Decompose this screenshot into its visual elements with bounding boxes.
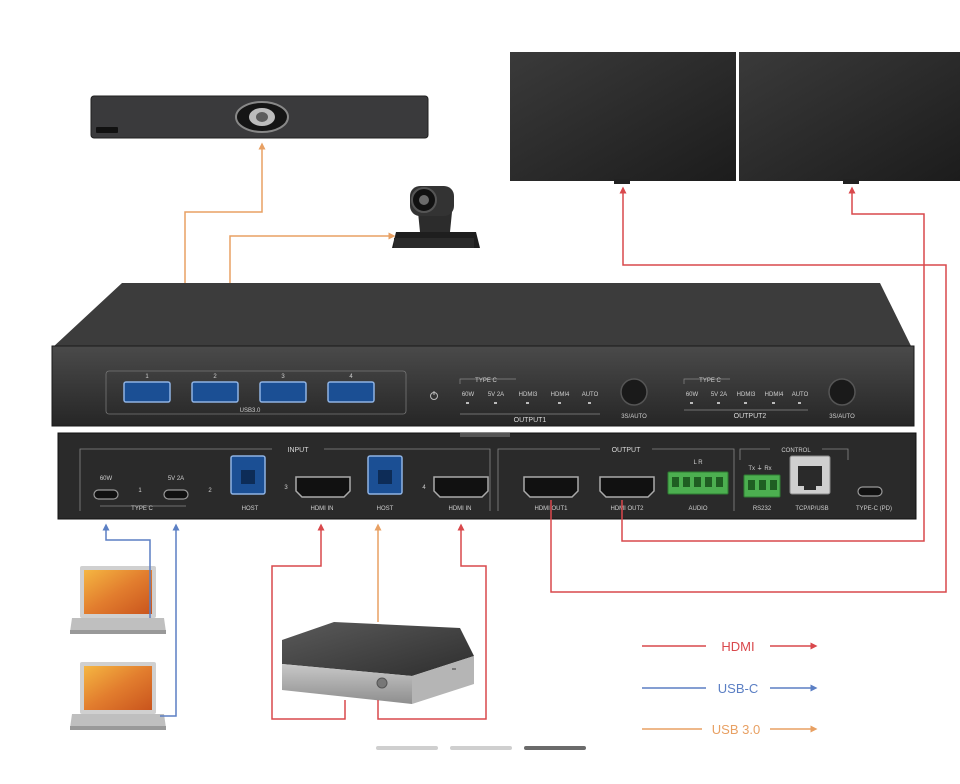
usb3-group-label: USB3.0 [240, 408, 261, 414]
carousel-indicator [376, 746, 588, 752]
carousel-dot-3[interactable] [524, 746, 586, 750]
usb3-port-4[interactable] [327, 381, 375, 403]
output1-option-60w: 60W [462, 392, 475, 398]
usb3-port-group: 1 2 3 4 USB3.0 [123, 374, 375, 414]
typec-input-label: TYPE C [131, 506, 153, 512]
usb3-port-2[interactable] [191, 381, 239, 403]
video-bar-camera [90, 95, 429, 139]
output2-button-label: 3S/AUTO [829, 414, 855, 420]
hdmi-out2-label: HDMI OUT2 [611, 506, 645, 512]
output2-option-5v2a: 5V 2A [711, 392, 727, 398]
legend-usbc: USB-C [642, 681, 818, 696]
typec-number-2: 2 [208, 488, 212, 494]
legend-usb3: USB 3.0 [642, 722, 818, 737]
output1-option-hdmi3: HDMI3 [519, 392, 538, 398]
hdmi-in3-label: HDMI IN [311, 506, 334, 512]
audio-label: AUDIO [688, 506, 707, 512]
output1-option-5v2a: 5V 2A [488, 392, 504, 398]
output2-select-button[interactable] [828, 378, 856, 406]
mini-pc [282, 622, 474, 704]
hdmi-connections [271, 186, 947, 720]
typec-pd-label: TYPE-C (PD) [856, 506, 892, 512]
tv-display-2 [739, 52, 960, 181]
output-section-label: OUTPUT [612, 447, 642, 454]
hdmi-in-port-4[interactable] [433, 476, 489, 498]
laptop-1 [70, 566, 166, 634]
typec-input-port-2[interactable] [163, 489, 189, 500]
switcher-front-panel: 1 2 3 4 USB3.0 TYPE C 60W 5V 2A HDMI3 HD… [51, 283, 915, 427]
legend-usbc-label: USB-C [718, 681, 758, 696]
output2-option-60w: 60W [686, 392, 699, 398]
power-indicator [430, 391, 438, 400]
typec-input-port-1[interactable] [93, 489, 119, 500]
control-section-label: CONTROL [781, 448, 811, 454]
legend-hdmi: HDMI [642, 639, 818, 654]
usb-port-number-2: 2 [213, 374, 217, 380]
hdmi-in3-number: 3 [284, 485, 288, 491]
carousel-dot-1[interactable] [376, 746, 438, 750]
output1-select-button[interactable] [620, 378, 648, 406]
output2-selector: TYPE C 60W 5V 2A HDMI3 HDMI4 AUTO OUTPUT… [683, 378, 856, 420]
ptz-camera [392, 186, 480, 248]
output1-option-auto: AUTO [582, 392, 599, 398]
output2-option-hdmi4: HDMI4 [765, 392, 784, 398]
host2-label: HOST [377, 506, 394, 512]
usb-port-number-4: 4 [349, 374, 353, 380]
audio-pins-label: L R [693, 460, 703, 466]
output2-option-auto: AUTO [792, 392, 809, 398]
typec-pd-port[interactable] [857, 486, 883, 497]
hdmi-in4-number: 4 [422, 485, 426, 491]
usb-port-number-1: 1 [145, 374, 149, 380]
usb3-connections [184, 142, 396, 622]
usb3-port-3[interactable] [259, 381, 307, 403]
laptop-2 [70, 662, 166, 730]
typec-port2-spec: 5V 2A [168, 476, 184, 482]
hdmi-out-port-2[interactable] [599, 476, 655, 498]
legend: HDMI USB-C USB 3.0 [642, 639, 818, 737]
rs232-pins-label: Tx ⏚ Rx [748, 465, 771, 472]
usb-port-number-3: 3 [281, 374, 285, 380]
input-section-label: INPUT [288, 447, 310, 454]
typec-number-1: 1 [138, 488, 142, 494]
hdmi-out-port-1[interactable] [523, 476, 579, 498]
output1-typec-label: TYPE C [475, 378, 497, 384]
tv-display-1 [510, 52, 736, 181]
hdmi-in-port-3[interactable] [295, 476, 351, 498]
hdmi-in4-label: HDMI IN [449, 506, 472, 512]
usbc-connections [102, 523, 180, 717]
display-wall [510, 52, 960, 184]
output1-selector: TYPE C 60W 5V 2A HDMI3 HDMI4 AUTO OUTPUT… [459, 378, 648, 424]
legend-hdmi-label: HDMI [721, 639, 754, 654]
output1-group-label: OUTPUT1 [514, 417, 547, 424]
tcpip-label: TCP/IP/USB [795, 506, 828, 512]
rs232-label: RS232 [753, 506, 772, 512]
output1-button-label: 3S/AUTO [621, 414, 647, 420]
switcher-rear-panel: INPUT OUTPUT CONTROL 60W 5V 2A 1 2 TYPE … [57, 432, 917, 520]
output1-option-hdmi4: HDMI4 [551, 392, 570, 398]
typec-port1-spec: 60W [100, 476, 113, 482]
output2-option-hdmi3: HDMI3 [737, 392, 756, 398]
legend-usb3-label: USB 3.0 [712, 722, 760, 737]
usb3-port-1[interactable] [123, 381, 171, 403]
output2-group-label: OUTPUT2 [734, 413, 767, 420]
output2-typec-label: TYPE C [699, 378, 721, 384]
host1-label: HOST [242, 506, 259, 512]
carousel-dot-2[interactable] [450, 746, 512, 750]
